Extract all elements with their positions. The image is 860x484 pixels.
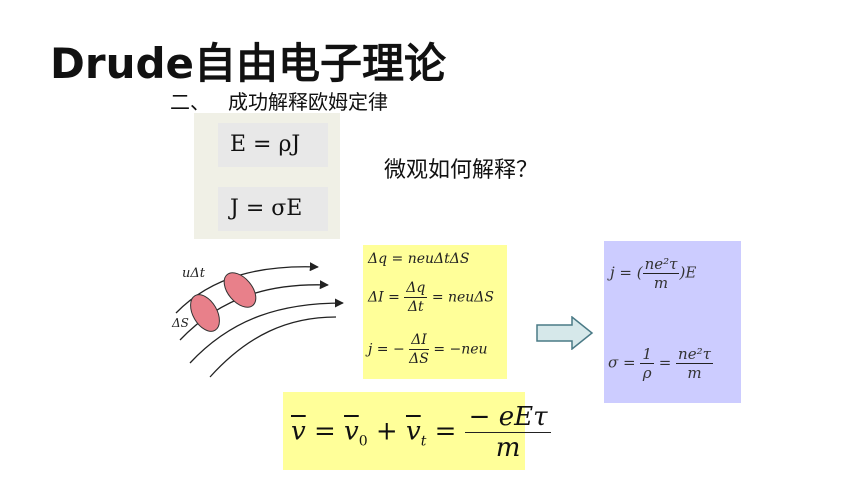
velocity-initial-subscript: 0 xyxy=(358,433,368,450)
velocity-mean: v xyxy=(291,416,306,447)
j-lhs: j = − xyxy=(368,341,405,358)
slide-title: Drude自由电子理论 xyxy=(50,39,447,88)
label-u-delta-t: uΔt xyxy=(182,266,206,281)
delta-i-rhs: = neuΔS xyxy=(431,289,495,306)
j-result-denominator: m xyxy=(653,274,669,292)
sigma-denominator-1: ρ xyxy=(642,364,652,382)
velocity-equals-1: = xyxy=(313,416,336,447)
cross-section-ellipse-2 xyxy=(223,272,257,308)
velocity-equals-2: = xyxy=(434,416,457,447)
sigma-numerator-2: ne²τ xyxy=(676,345,713,364)
section-number: 二、 xyxy=(170,90,210,114)
velocity-numerator: − eEτ xyxy=(464,402,552,433)
equation-current-density: j = − ΔI ΔS = −neu xyxy=(368,331,488,368)
ohm-law-box: E = ρJ J = σE xyxy=(194,113,340,239)
sigma-denominator-2: m xyxy=(687,364,702,382)
section-subtitle: 二、成功解释欧姆定律 xyxy=(170,86,388,115)
velocity-equation: v = v0 + vt = − eEτ m xyxy=(291,402,552,463)
sigma-numerator-1: 1 xyxy=(640,345,654,364)
delta-i-denominator: Δt xyxy=(407,299,424,315)
sigma-lhs: σ = xyxy=(608,353,636,372)
delta-i-fraction: Δq Δt xyxy=(404,279,428,316)
j-result-lhs: j = ( xyxy=(610,263,643,282)
sigma-equals: = xyxy=(658,353,672,372)
velocity-equation-box: v = v0 + vt = − eEτ m xyxy=(283,392,552,470)
delta-i-numerator: Δq xyxy=(404,280,428,298)
j-rhs: = −neu xyxy=(433,341,488,358)
flow-line-3 xyxy=(189,298,344,364)
equation-delta-i: ΔI = Δq Δt = neuΔS xyxy=(368,279,494,316)
equation-delta-q: Δq = neuΔtΔS xyxy=(368,251,470,267)
section-text: 成功解释欧姆定律 xyxy=(228,90,388,114)
velocity-plus: + xyxy=(375,416,398,447)
micro-explanation-question: 微观如何解释？ xyxy=(384,158,539,183)
velocity-drift-subscript: t xyxy=(420,433,427,450)
velocity-drift: v xyxy=(405,416,421,447)
j-result-rhs: )E xyxy=(679,263,697,282)
right-arrow-icon xyxy=(536,316,594,350)
j-result-numerator: ne²τ xyxy=(642,255,680,274)
ohm-equation-e-rho-j: E = ρJ xyxy=(218,123,328,167)
cross-section-ellipse-1 xyxy=(190,294,220,332)
ohm-equation-j-sigma-e: J = σE xyxy=(218,187,328,231)
j-denominator: ΔS xyxy=(409,351,429,367)
velocity-fraction: − eEτ m xyxy=(464,402,552,463)
current-tube-diagram: uΔt ΔS xyxy=(171,262,344,378)
delta-i-lhs: ΔI = xyxy=(368,289,400,306)
j-numerator: ΔI xyxy=(409,331,429,350)
label-delta-s: ΔS xyxy=(171,316,189,330)
velocity-denominator: m xyxy=(495,433,521,463)
velocity-initial: v xyxy=(344,416,359,447)
flow-line-4 xyxy=(209,316,337,378)
derivation-box: Δq = neuΔtΔS ΔI = Δq Δt = neuΔS j = − ΔI… xyxy=(363,245,507,379)
j-fraction: ΔI ΔS xyxy=(409,331,429,368)
